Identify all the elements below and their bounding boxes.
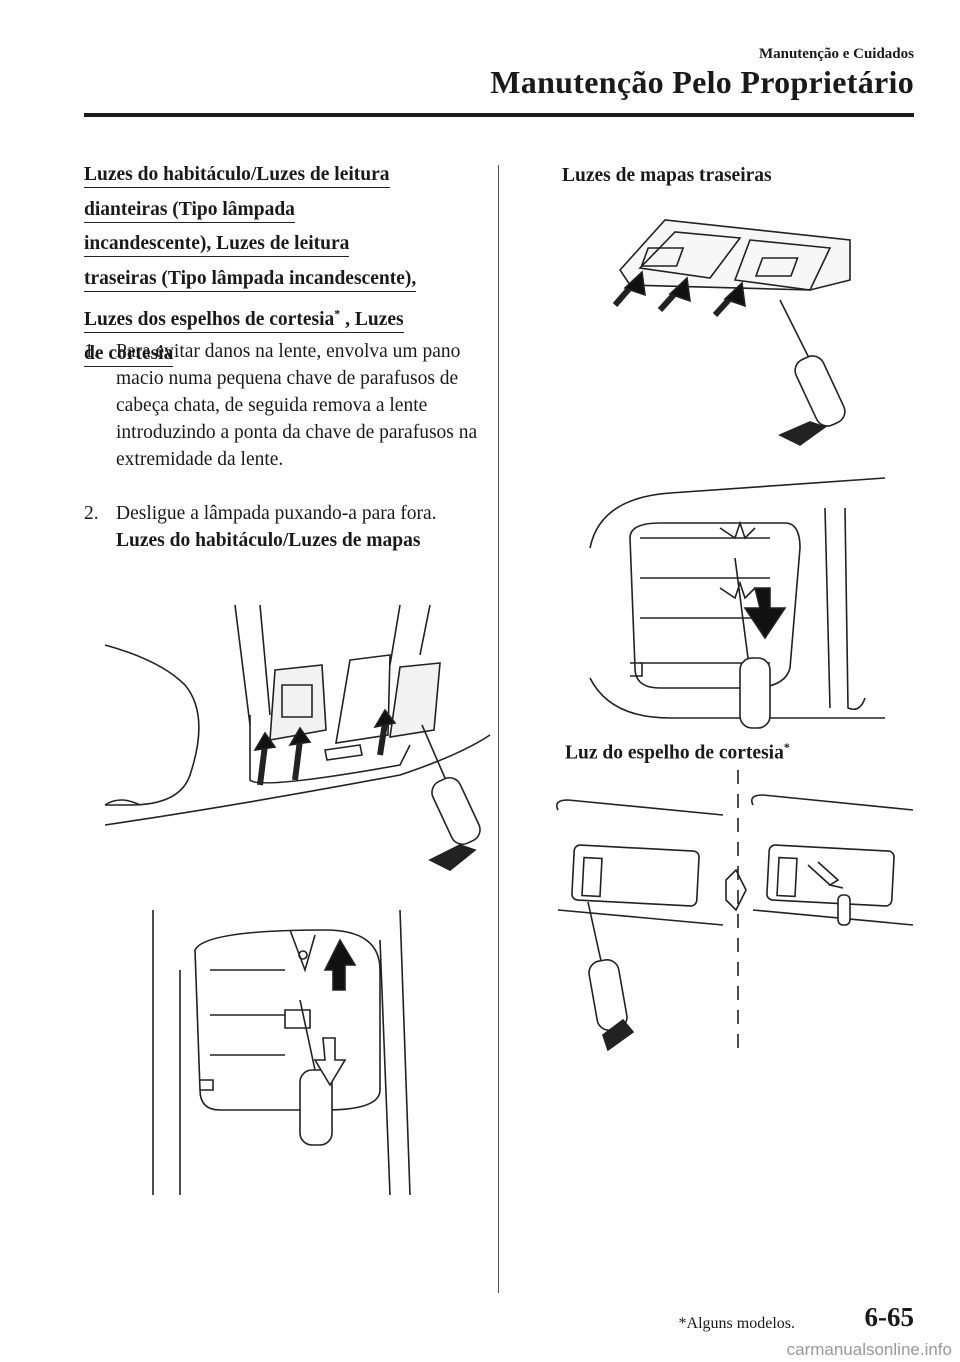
section-title: Manutenção Pelo Proprietário (490, 64, 914, 100)
footnote: *Alguns modelos. (678, 1315, 795, 1332)
watermark: carmanualsonline.info (786, 1340, 952, 1359)
vanity-mirror-light-illustration (548, 770, 918, 1050)
chapter-title: Manutenção e Cuidados (758, 46, 914, 62)
step-2-subheading: Luzes do habitáculo/Luzes de mapas (116, 530, 421, 551)
column-divider (498, 165, 499, 1293)
step-1: 1. Para evitar danos na lente, envolva u… (84, 341, 478, 470)
step-2: 2. Desligue a lâmpada puxando-a para for… (84, 500, 484, 554)
caption-rear-map-lights: Luzes de mapas traseiras (562, 165, 772, 186)
front-bulb-removal-illustration (125, 910, 470, 1195)
header-rule (84, 113, 914, 117)
page-number: 6-65 (864, 1302, 915, 1332)
rear-map-lights-illustration (600, 210, 860, 450)
topic-heading: Luzes do habitáculo/Luzes de leitura dia… (84, 158, 484, 372)
caption-vanity-mirror-light: Luz do espelho de cortesia* (565, 740, 790, 764)
rear-bulb-removal-illustration (590, 478, 890, 733)
front-map-lights-illustration (100, 605, 490, 885)
